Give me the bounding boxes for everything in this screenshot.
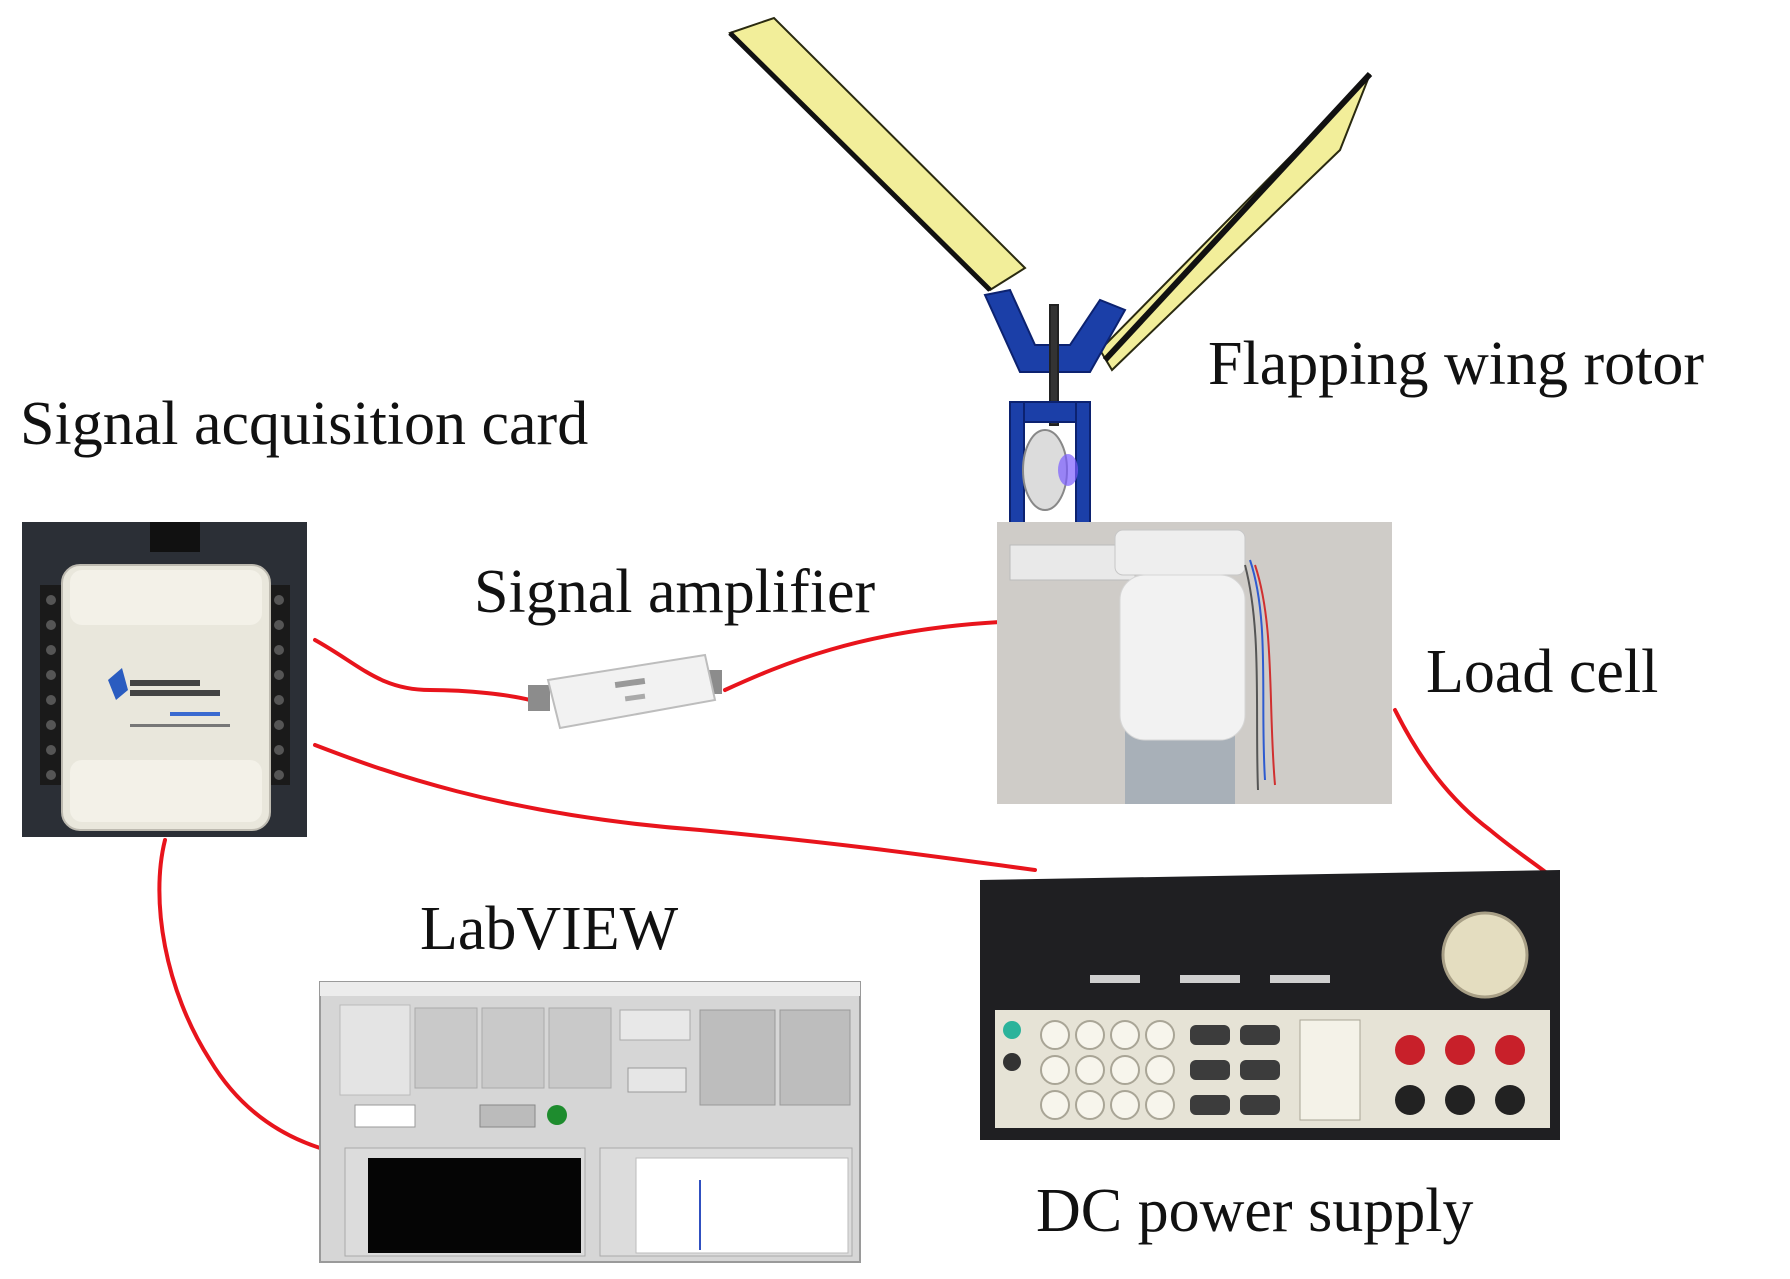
label-signal-amplifier: Signal amplifier (474, 558, 876, 626)
wire-card-to-amplifier (313, 638, 532, 702)
dc-power-supply-photo (980, 870, 1560, 1140)
label-dc-power-supply: DC power supply (1036, 1177, 1474, 1245)
amplifier-photo (528, 653, 722, 730)
wire-card-to-labview (157, 838, 322, 1150)
wire-loadcell-to-psu (1393, 708, 1557, 882)
label-labview: LabVIEW (420, 895, 679, 963)
load-cell-photo (997, 522, 1392, 804)
wire-amplifier-to-loadcell (723, 620, 1002, 692)
label-flapping-wing-rotor: Flapping wing rotor (1208, 330, 1704, 398)
labview-screenshot (319, 981, 861, 1263)
left-wing (728, 16, 1027, 292)
wires (157, 620, 1557, 1150)
wire-card-to-psu (313, 743, 1037, 872)
rotor-frame (983, 288, 1127, 553)
flapping-wing-rotor-illustration (728, 16, 1373, 553)
label-signal-acquisition-card: Signal acquisition card (20, 390, 589, 458)
ni-daq-card-photo (22, 522, 307, 837)
label-load-cell: Load cell (1426, 638, 1659, 706)
